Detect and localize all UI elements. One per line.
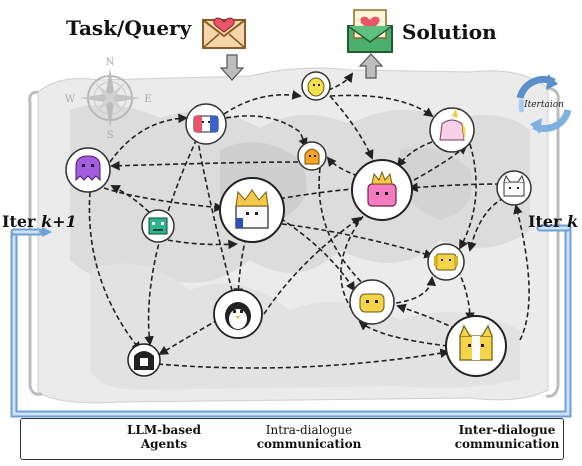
agent-red-blob (185, 103, 227, 145)
cycle-label: Itertaion (523, 100, 564, 110)
iter-k-label: Iter k (528, 212, 578, 231)
iter-left-var: k+1 (41, 212, 77, 231)
legend-agents-line1: LLM-based (126, 423, 202, 437)
intra-dialogue-edges (88, 72, 530, 369)
agent-green-robot (141, 209, 175, 243)
compass-w: W (65, 94, 76, 105)
legend-inter-line2: communication (454, 437, 560, 451)
agent-orange-flame (297, 141, 327, 171)
agent-dark-creature (127, 343, 161, 377)
agent-penguin (213, 289, 263, 339)
agent-yellow-blob (349, 279, 395, 325)
task-envelope-icon (202, 17, 246, 49)
iter-k-plus-1-label: Iter k+1 (2, 212, 77, 231)
compass-s: S (107, 130, 114, 141)
compass-rose-icon: N W E S (65, 57, 152, 141)
agent-yellow-cat (445, 315, 507, 377)
world-map-background (28, 67, 560, 404)
iter-right-prefix: Iter (528, 212, 568, 231)
legend-intra-line1: Intra-dialogue (265, 423, 353, 437)
agent-yellow-dog (427, 243, 465, 281)
agent-princess-main (351, 159, 413, 221)
agent-king-main (219, 177, 285, 243)
iteration-cycle-icon: Itertaion (516, 74, 572, 134)
inter-dialogue-loop (10, 224, 572, 418)
legend-intra-text: Intra-dialogue communication (254, 423, 364, 451)
compass-n: N (106, 57, 115, 68)
agent-purple-ghost (65, 147, 111, 193)
legend-inter-line1: Inter-dialogue (458, 423, 556, 437)
iter-left-prefix: Iter (2, 212, 42, 231)
legend-agents-text: LLM-based Agents (124, 423, 204, 451)
task-query-label: Task/Query (66, 16, 192, 40)
solution-label: Solution (402, 20, 497, 44)
legend-inter-text: Inter-dialogue communication (452, 423, 562, 451)
agent-unicorn (429, 107, 475, 153)
iter-right-var: k (567, 212, 579, 231)
solution-output-arrow (358, 53, 384, 79)
legend-intra-line2: communication (256, 437, 362, 451)
task-input-arrow (219, 54, 245, 81)
solution-envelope-icon (347, 9, 393, 53)
legend-agents-line2: Agents (140, 437, 188, 451)
agent-white-cat (496, 170, 532, 206)
compass-e: E (144, 94, 151, 105)
legend (20, 418, 564, 460)
agent-small-yellow (301, 71, 331, 101)
